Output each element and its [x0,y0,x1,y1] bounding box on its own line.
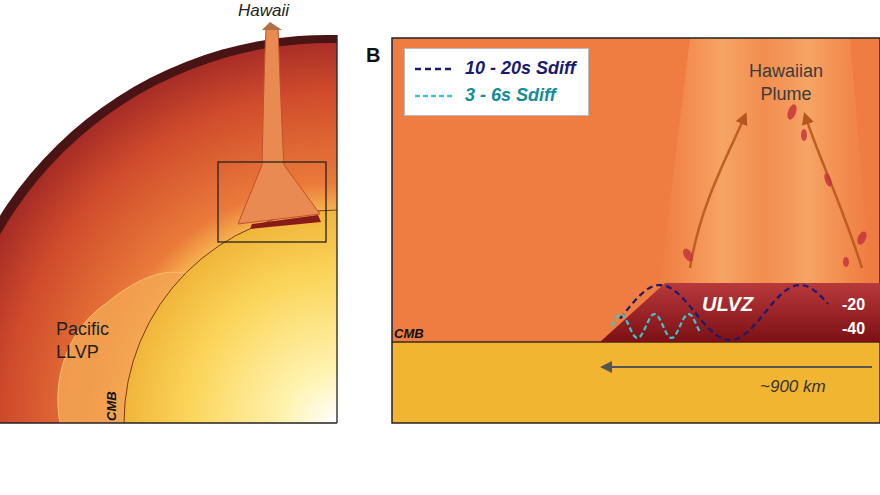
legend-text: 3 - 6s Sdiff [465,82,556,109]
region-label: ULVZ [702,293,753,316]
ellipse [855,230,868,246]
panel-letter: B [366,44,380,67]
panel-border [336,35,337,423]
earth-section [0,22,337,423]
ulvz-region: ULVZ [600,283,880,342]
dimension: ~900 km [760,377,826,397]
legend-box: 10 - 20s Sdiff3 - 6s Sdiff [404,48,589,116]
boundary-name: CMB [394,326,424,341]
ellipse [786,103,799,121]
legend-row: 3 - 6s Sdiff [413,82,576,109]
ellipse [801,129,807,141]
legend-sample [413,86,457,106]
core-zoom [392,342,880,423]
plume-zoom [658,38,872,300]
panel-border [392,38,880,423]
plume [238,28,320,224]
legend-sample [413,59,457,79]
legend-line [415,94,455,97]
mantle-zoom [392,38,880,423]
ulvz-polygon [600,283,880,342]
velocity-value: -40 [842,320,865,338]
legend-line [415,67,455,70]
ulvz-small [250,215,321,229]
panel-border [0,422,337,423]
zoom-box [218,162,326,242]
ellipse [681,247,695,263]
flow-arrow [690,118,744,268]
melt-blobs [681,103,869,267]
ellipse [843,257,849,267]
ellipse [823,172,833,187]
velocity-value: -20 [842,296,865,314]
plume-name: Hawaiian Plume [730,60,842,105]
legend-row: 10 - 20s Sdiff [413,55,576,82]
island [262,22,282,30]
region-name: Pacific LLVP [56,318,152,365]
place-name: Hawaii [238,1,289,21]
distance-arrow [606,366,872,368]
legend-text: 10 - 20s Sdiff [465,55,576,82]
boundary-name: CMB [104,391,119,421]
flow-arrow [806,118,862,268]
